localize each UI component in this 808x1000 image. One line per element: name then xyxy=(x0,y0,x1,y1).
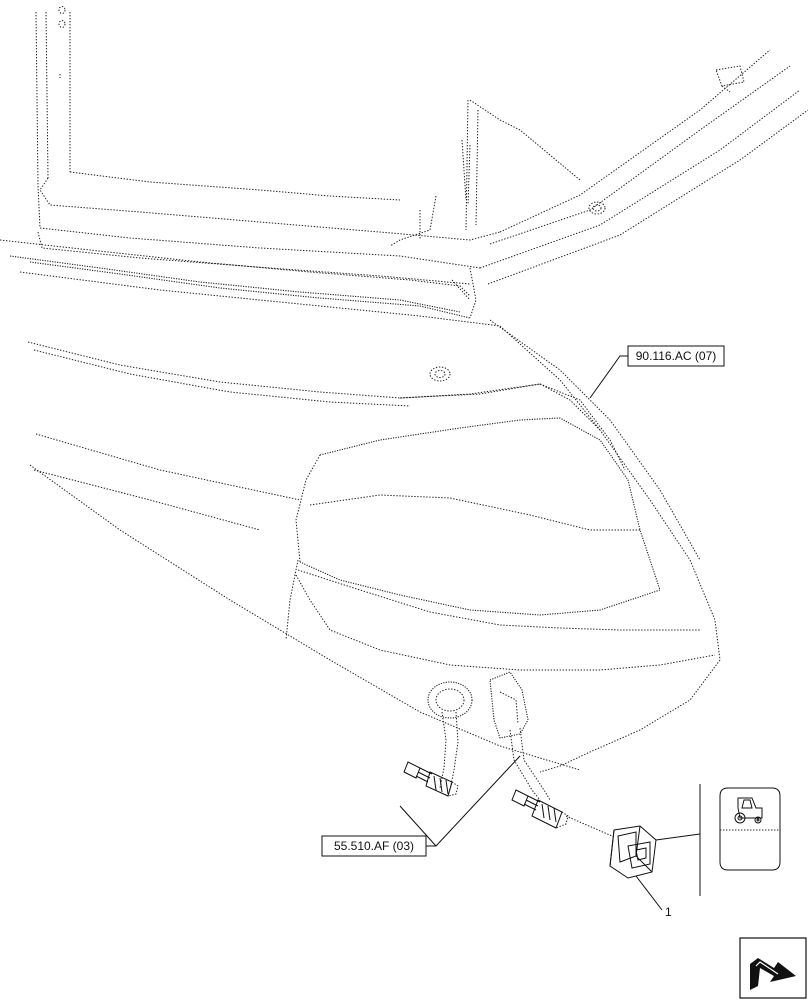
callout-label-top: 90.116.AC (07) xyxy=(636,349,717,363)
callout-label-item: 1 xyxy=(665,905,672,919)
cab-roof xyxy=(389,49,808,319)
cab-frame xyxy=(35,6,501,285)
cab-ledge xyxy=(0,239,501,327)
callout-label-bottom: 55.510.AF (03) xyxy=(334,839,414,853)
switch-panel xyxy=(699,784,781,896)
cable-sockets xyxy=(427,671,551,801)
connector-left xyxy=(403,761,459,797)
callout-90-116-ac: 90.116.AC (07) xyxy=(589,345,725,399)
callout-55-510-af: 55.510.AF (03) xyxy=(321,755,521,857)
callout-item-1: 1 xyxy=(635,875,672,919)
light-housing xyxy=(295,383,716,671)
connector-right xyxy=(511,789,613,837)
return-arrow-icon[interactable] xyxy=(739,937,807,999)
tractor-icon xyxy=(734,797,763,824)
fender-panel xyxy=(27,319,721,773)
rocker-switch xyxy=(609,825,701,879)
